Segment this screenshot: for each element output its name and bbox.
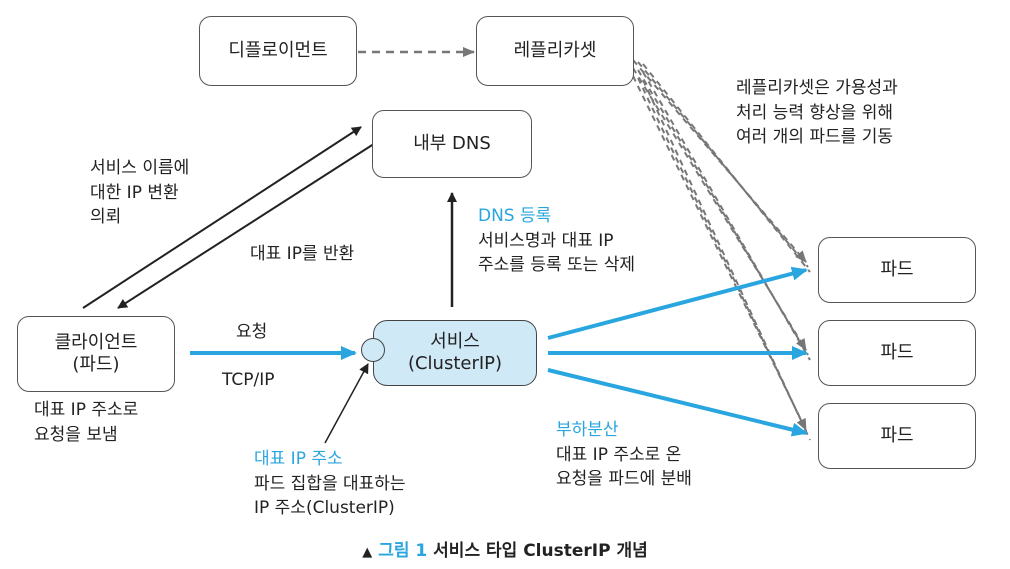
service-box: 서비스 (ClusterIP) xyxy=(373,320,537,386)
pod-label: 파드 xyxy=(880,258,914,280)
caption-figure-number: 그림 1 xyxy=(378,541,428,561)
request-label: 요청 xyxy=(236,322,268,342)
client-label: 클라이언트 xyxy=(54,331,138,353)
client-box: 클라이언트 (파드) xyxy=(17,316,175,392)
rep-ip-title: 대표 IP 주소 xyxy=(254,449,343,469)
dns-label: 내부 DNS xyxy=(413,132,491,154)
service-label: 서비스 xyxy=(430,330,480,352)
dns-return-arrow xyxy=(117,139,381,309)
replicaset-to-pods-arrows xyxy=(632,59,811,441)
service-sublabel: (ClusterIP) xyxy=(407,353,503,374)
deployment-box: 디플로이먼트 xyxy=(199,16,357,86)
caption-triangle-icon: ▲ xyxy=(362,545,373,560)
replicaset-note: 레플리카셋은 가용성과 처리 능력 향상을 위해 여러 개의 파드를 기동 xyxy=(736,78,898,148)
replicaset-box: 레플리카셋 xyxy=(476,16,634,86)
lb-title: 부하분산 xyxy=(556,420,619,440)
pod-box: 파드 xyxy=(818,320,976,386)
dns-query-note: 서비스 이름에 대한 IP 변환 의뢰 xyxy=(90,158,190,228)
rep-ip-circle xyxy=(361,338,385,362)
lb-note: 부하분산 대표 IP 주소로 온 요청을 파드에 분배 xyxy=(556,420,692,490)
rep-ip-pointer xyxy=(324,363,369,444)
dns-box: 내부 DNS xyxy=(372,110,532,178)
pod-label: 파드 xyxy=(880,424,914,446)
dns-return-note: 대표 IP를 반환 xyxy=(250,244,355,264)
dns-query-arrow xyxy=(82,126,362,309)
rep-ip-note: 대표 IP 주소 파드 집합을 대표하는 IP 주소(ClusterIP) xyxy=(254,449,406,519)
lb-arrow-pod-1 xyxy=(547,266,808,340)
caption-text: 서비스 타입 ClusterIP 개념 xyxy=(433,541,648,561)
figure-caption: ▲ 그림 1 서비스 타입 ClusterIP 개념 xyxy=(0,536,1010,561)
pod-box: 파드 xyxy=(818,237,976,303)
protocol-label: TCP/IP xyxy=(222,370,275,390)
pod-box: 파드 xyxy=(818,403,976,469)
dns-register-note: DNS 등록 서비스명과 대표 IP 주소를 등록 또는 삭제 xyxy=(478,206,635,276)
client-sublabel: (파드) xyxy=(72,354,120,375)
lb-arrow-pod-3 xyxy=(547,368,808,437)
replicaset-label: 레플리카셋 xyxy=(513,39,597,61)
pod-label: 파드 xyxy=(880,341,914,363)
deployment-label: 디플로이먼트 xyxy=(228,39,328,61)
dns-register-title: DNS 등록 xyxy=(478,206,552,226)
client-desc: 대표 IP 주소로 요청을 보냄 xyxy=(34,400,139,445)
